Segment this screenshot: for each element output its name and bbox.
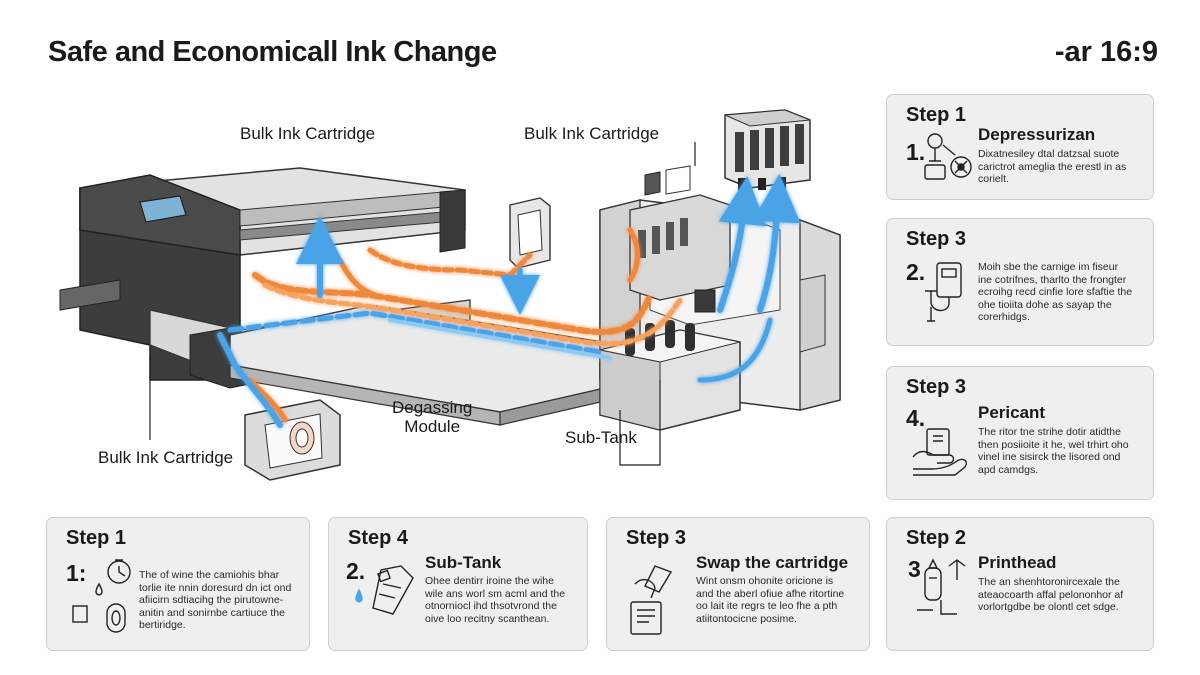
page-title: Safe and Economicall Ink Change [48,36,497,68]
step-label: Step 3 [906,376,967,398]
bulk-cartridge-rack [724,109,811,190]
label-bulk-cartridge-top-left: Bulk Ink Cartridge [240,124,376,143]
printhead-icon [917,558,966,615]
step-number: 1: [66,560,87,586]
label-sub-tank: Sub-Tank [565,428,637,447]
step-text: Wint onsm ohonite oricione is and the ab… [696,575,845,625]
step-title: Swap the cartridge [696,553,849,572]
aspect-ratio-label: -ar 16:9 [1054,36,1158,68]
step-title: Pericant [978,403,1046,422]
step-text: Moih sbe the carnige im fiseur ine cotri… [978,261,1133,323]
step-number: 1. [906,139,926,165]
step-card-bottom-1: Step 1 1: The of wine the camiohis bhar … [46,517,310,651]
step-label: Step 4 [348,527,409,549]
step-card-bottom-3: Step 3 Swap the cartridge Wint onsm ohon… [606,517,870,651]
step-card-right-3: Step 3 4. Pericant The ritor tne strihe … [886,366,1154,500]
step-card-right-2: Step 3 2. Moih sbe the carnige im fiseur… [886,218,1154,346]
step-label: Step 3 [906,228,967,250]
step-label: Step 1 [66,527,127,549]
step-label: Step 2 [906,527,967,549]
ink-supply-cabinet [599,165,841,411]
cartridge-hose-icon [925,262,962,322]
step-text: Ohee dentirr iroine the wihe wile ans wo… [425,575,566,625]
label-bulk-cartridge-top-right: Bulk Ink Cartridge [524,124,660,143]
step-number: 2. [346,558,366,584]
step-label: Step 3 [626,527,687,549]
hand-cartridge-icon [630,565,673,635]
step-label: Step 1 [906,104,967,126]
leader-lines [149,142,696,466]
diagram-illustration [59,109,841,481]
step-number: 3 [908,556,921,582]
step-title: Sub-Tank [425,553,502,572]
bulk-cartridge-bottom [244,399,341,481]
step-card-right-1: Step 1 1. Depressurizan Dixatnesiley dta… [886,94,1154,200]
ink-flow-lines [217,174,801,428]
step-title: Printhead [978,553,1057,572]
ink-system-diagram: Bulk Ink Cartridge Bulk Ink Cartridge Bu… [40,80,880,510]
step-text: The of wine the camiohis bhar torlie ite… [139,569,292,631]
step-number: 2. [906,259,926,285]
step-text: The an shenhtoronircexale the ateaocoart… [978,576,1124,613]
step-title: Depressurizan [978,125,1096,144]
step-text: Dixatnesiley dtal datzsal suote carictro… [978,148,1127,185]
label-degassing-module: Degassing Module [392,398,473,436]
lever-valve-icon [924,133,972,180]
step-card-bottom-2: Step 4 2. Sub-Tank Ohee dentirr iroine t… [328,517,588,651]
hand-tablet-icon [912,428,967,476]
small-cartridge-holder [509,197,551,269]
step-card-bottom-4: Step 2 3 Printhead The an shenhtoronirce… [886,517,1154,651]
step-text: The ritor tne strihe dotir atidthe then … [978,426,1129,476]
timer-drop-icon [72,559,131,633]
step-number: 4. [906,405,926,431]
label-bulk-cartridge-bottom: Bulk Ink Cartridge [98,448,234,467]
subtank-drop-icon [355,565,414,615]
